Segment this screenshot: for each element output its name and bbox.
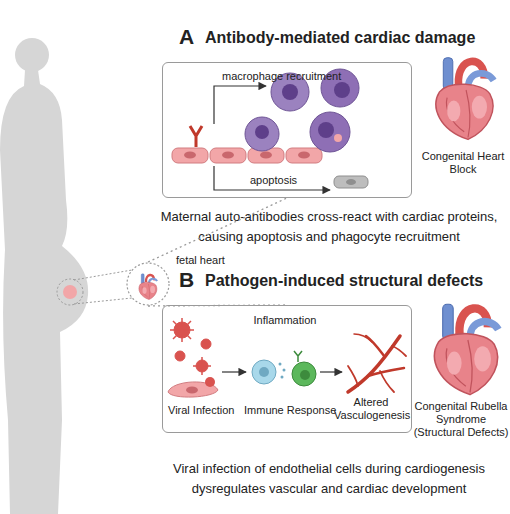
pathogen-scene — [281, 376, 284, 379]
pathogen-scene — [170, 318, 211, 375]
woman-silhouette — [0, 38, 132, 514]
antibody-damage-scene — [245, 117, 279, 151]
antibody-damage-scene — [255, 125, 269, 139]
woman-silhouette — [74, 298, 132, 304]
antibody-damage-scene — [184, 152, 196, 159]
process-label: Immune Response — [244, 404, 336, 417]
pathogen-scene — [222, 371, 246, 372]
antibody-damage-scene — [172, 148, 208, 163]
heart-illustration — [435, 304, 499, 394]
panel-caption: Viral infection of endothelial cells dur… — [150, 459, 508, 499]
panel-caption: Maternal auto-antibodies cross-react wit… — [150, 207, 508, 247]
node-label: fetal heart — [176, 254, 225, 266]
antibody-damage-scene — [222, 152, 234, 159]
antibody-damage-scene — [318, 122, 334, 138]
antibody-damage-scene — [172, 69, 368, 190]
antibody-damage-scene — [210, 148, 246, 163]
process-label: apoptosis — [250, 174, 297, 187]
pathogen-scene — [392, 346, 406, 356]
panel-title: Antibody-mediated cardiac damage — [205, 29, 475, 47]
heart-illustration — [435, 304, 499, 394]
process-label: macrophage recruitment — [222, 70, 341, 83]
panel-letter: A — [179, 25, 194, 49]
antibody-damage-scene — [190, 126, 202, 147]
antibody-damage-scene — [260, 152, 272, 159]
antibody-damage-scene — [346, 179, 356, 185]
antibody-damage-scene — [286, 148, 322, 163]
heart-illustration — [436, 58, 494, 140]
antibody-damage-scene — [310, 112, 350, 152]
antibody-damage-scene — [282, 84, 298, 100]
heart-illustration — [436, 58, 494, 140]
panel-letter: B — [179, 268, 194, 292]
fetal-heart-circle: fetal heart — [126, 262, 170, 306]
woman-silhouette — [0, 70, 88, 514]
outcome-label: Congenital Heart Block — [420, 150, 506, 176]
pathogen-scene — [348, 334, 406, 392]
pathogen-scene — [283, 369, 286, 372]
process-label: Inflammation — [250, 314, 320, 327]
woman-silhouette — [15, 38, 49, 72]
pathogen-scene — [193, 357, 211, 375]
antibody-damage-scene — [334, 134, 342, 142]
pathogen-scene — [368, 368, 404, 376]
pathogen-scene — [170, 318, 194, 342]
pathogen-scene — [201, 339, 211, 349]
pathogen-scene — [300, 370, 310, 380]
woman-silhouette — [63, 285, 77, 299]
pathogen-scene — [205, 377, 215, 387]
circle-outline — [126, 262, 170, 306]
pathogen-scene — [354, 334, 372, 342]
antibody-damage-scene — [214, 86, 266, 124]
fetal-heart-icon — [139, 274, 157, 300]
process-label: Viral Infection — [168, 404, 234, 417]
pathogen-scene — [252, 360, 276, 384]
antibody-damage-scene — [334, 176, 368, 188]
pathogen-scene — [348, 336, 400, 392]
pathogen-scene — [320, 371, 342, 372]
pathogen-scene — [168, 318, 406, 397]
pathogen-scene — [279, 363, 282, 366]
fetal-heart-icon — [139, 274, 157, 300]
pathogen-scene — [259, 367, 269, 377]
antibody-damage-scene — [334, 82, 350, 98]
circle-outline — [127, 263, 169, 305]
woman-silhouette — [74, 270, 132, 280]
process-label: Altered Vasculogenesis — [334, 396, 408, 422]
pathogen-scene — [348, 366, 358, 386]
pathogen-scene — [292, 362, 316, 386]
pathogen-scene — [186, 387, 198, 394]
pathogen-scene — [175, 351, 185, 361]
panel-title: Pathogen-induced structural defects — [205, 272, 483, 290]
pathogen-scene — [294, 351, 302, 362]
antibody-damage-scene — [298, 152, 310, 159]
woman-silhouette — [57, 279, 83, 305]
pathogen-scene — [380, 371, 394, 392]
outcome-label: Congenital Rubella Syndrome (Structural … — [412, 400, 510, 440]
antibody-damage-scene — [214, 166, 330, 190]
